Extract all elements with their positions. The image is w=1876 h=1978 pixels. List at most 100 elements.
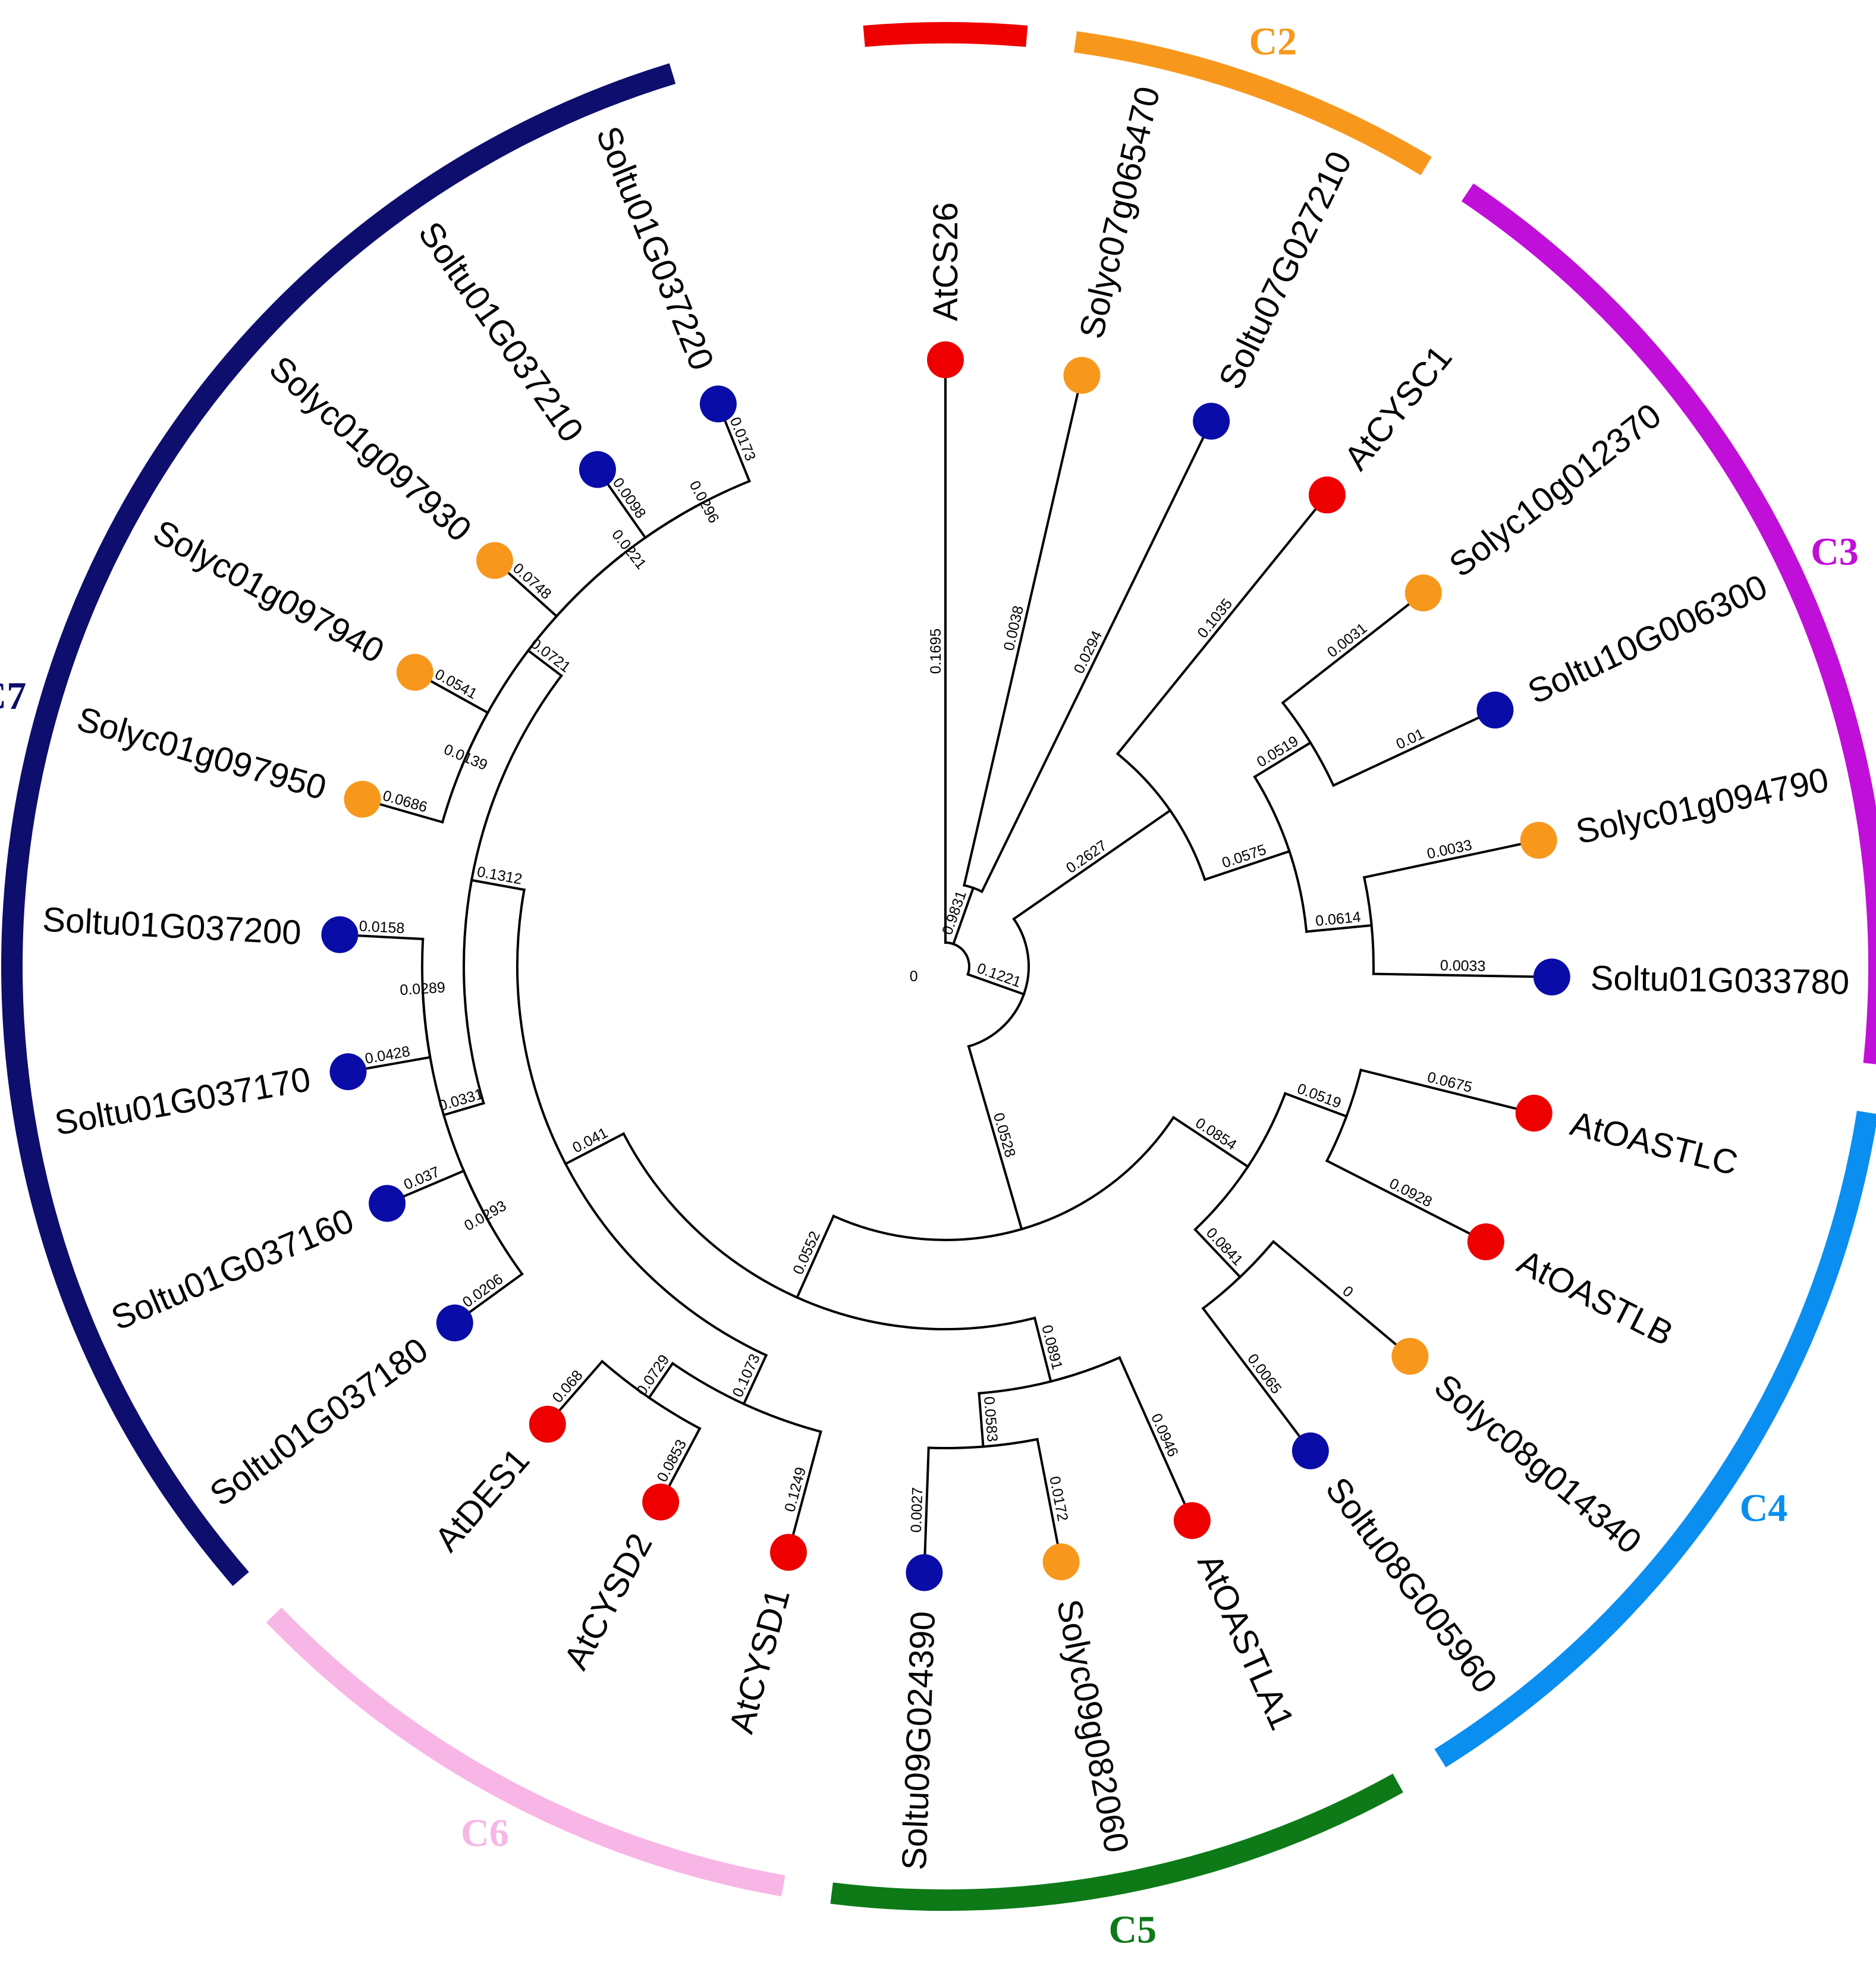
leaf-dot-potato (699, 385, 737, 423)
branch-arc (944, 941, 970, 976)
branch-arc (967, 917, 1030, 1048)
clade-arc-c1 (863, 22, 1028, 47)
leaf-label: Soltu01G037160 (106, 1201, 359, 1337)
leaf-label: Solyc09g082060 (1049, 1596, 1136, 1856)
leaf-dot-tomato (1520, 821, 1557, 859)
clade-labels: C1C2C3C4C5C6C7 (0, 0, 1859, 1952)
branch-line (980, 419, 1213, 893)
clade-label-c6: C6 (461, 1811, 509, 1855)
branch-length-label: 0.1073 (729, 1351, 763, 1399)
branch-line (1201, 1307, 1312, 1453)
branch-line (951, 886, 975, 946)
branch-line (526, 649, 563, 677)
leaf-label: Soltu01G033780 (1590, 959, 1849, 1002)
branch-length-label: 0.0552 (790, 1229, 824, 1277)
branch-length-label: 0.0583 (981, 1396, 1001, 1442)
branch-line (923, 1446, 930, 1574)
leaf-label: AtDES1 (428, 1441, 537, 1559)
leaf-dot-potato (1476, 691, 1514, 729)
branch-arc (462, 1169, 524, 1276)
leaf-label: Soltu01G037170 (52, 1060, 313, 1143)
branch-length-label: 0.0294 (1071, 628, 1106, 676)
clade-label-c2: C2 (1249, 20, 1297, 64)
branch-length-label: 0.0158 (359, 918, 405, 937)
clade-arc-c4 (1434, 1110, 1876, 1767)
branch-length-label: 0.0293 (461, 1197, 509, 1234)
leaf-dot-potato (369, 1185, 406, 1222)
branch-arc (421, 937, 432, 1059)
branch-line (1203, 849, 1291, 881)
branch-line (1115, 493, 1329, 756)
branch-line (1012, 809, 1172, 921)
leaf-label: Solyc01g097940 (147, 512, 390, 670)
branch-line (564, 1132, 626, 1166)
leaf-dot-tomato (1042, 1543, 1080, 1581)
clade-label-c7: C7 (0, 674, 26, 718)
branch-line (1193, 1227, 1242, 1279)
branch-arc (600, 1360, 702, 1430)
branch-arc (1193, 1092, 1287, 1232)
leaf-label: Soltu07G027210 (1211, 145, 1359, 395)
leaf-dot-arabidopsis (1173, 1502, 1211, 1539)
leaf-label: Soltu08G005960 (1318, 1470, 1505, 1700)
branch-line (1253, 741, 1312, 779)
branch-arc (671, 1361, 822, 1433)
leaf-label: Solyc07g065470 (1072, 83, 1168, 343)
branch-arc (1281, 701, 1335, 787)
leaf-dot-tomato (344, 780, 381, 818)
clade-label-c1: C1 (922, 0, 970, 7)
leaf-label: AtOASTLC (1567, 1104, 1742, 1182)
clade-arc-c5 (830, 1773, 1403, 1911)
leaf-dot-tomato (1063, 357, 1101, 394)
leaf-dot-tomato (1391, 1337, 1429, 1375)
branch-line (1036, 1437, 1063, 1563)
leaf-dot-potato (906, 1554, 943, 1591)
leaf-label: Soltu01G037210 (411, 215, 591, 449)
leaf-label: AtCYSD2 (557, 1527, 660, 1676)
clade-arc-c3 (1461, 183, 1876, 1065)
root-branch-length-label: 0 (910, 968, 918, 985)
branch-arc (1325, 1068, 1363, 1163)
leaf-dot-tomato (476, 542, 513, 579)
branch-arc (978, 1356, 1121, 1395)
leaf-dot-arabidopsis (1467, 1223, 1504, 1261)
leaf-label: Soltu01G037200 (42, 900, 302, 952)
branch-line (442, 1101, 485, 1117)
leaf-dot-potato (329, 1053, 367, 1091)
branch-arc (463, 674, 563, 1105)
branch-line (1331, 708, 1497, 787)
branch-line (647, 1361, 674, 1400)
clade-label-c3: C3 (1811, 530, 1859, 574)
leaf-label: Soltu01G037220 (589, 121, 721, 375)
clade-arcs (1, 22, 1876, 1911)
branch-arc (1115, 752, 1206, 881)
leaf-label: AtOASTLA1 (1190, 1548, 1302, 1735)
tree-branches (338, 359, 1553, 1574)
leaf-label: Solyc10g012370 (1442, 396, 1668, 585)
branch-line (1281, 591, 1425, 705)
branch-length-label: 0.0841 (1203, 1225, 1246, 1269)
branch-arc (516, 888, 768, 1357)
branch-line (967, 1044, 1023, 1231)
leaf-label: Soltu01G037180 (203, 1330, 435, 1514)
leaf-dot-arabidopsis (1515, 1094, 1553, 1132)
branch-length-label: 0.1695 (928, 629, 944, 674)
leaf-label: Solyc01g094790 (1573, 760, 1832, 851)
branch-line (1359, 1068, 1536, 1115)
branch-line (1362, 839, 1541, 879)
branch-line (966, 972, 1026, 996)
leaf-dot-potato (436, 1304, 473, 1342)
leaf-markers (321, 341, 1570, 1591)
leaf-dot-arabidopsis (642, 1483, 680, 1521)
leaf-dot-tomato (1404, 574, 1442, 612)
branch-length-label: 0.0928 (1387, 1175, 1435, 1211)
clade-arc-c2 (1073, 31, 1432, 175)
leaf-dot-potato (579, 451, 616, 488)
branch-line (963, 373, 1083, 887)
branch-line (978, 1392, 985, 1448)
branch-line (787, 1430, 822, 1554)
branch-line (1372, 972, 1553, 978)
branch-line (1171, 1116, 1250, 1169)
branch-arc (622, 1132, 1036, 1330)
